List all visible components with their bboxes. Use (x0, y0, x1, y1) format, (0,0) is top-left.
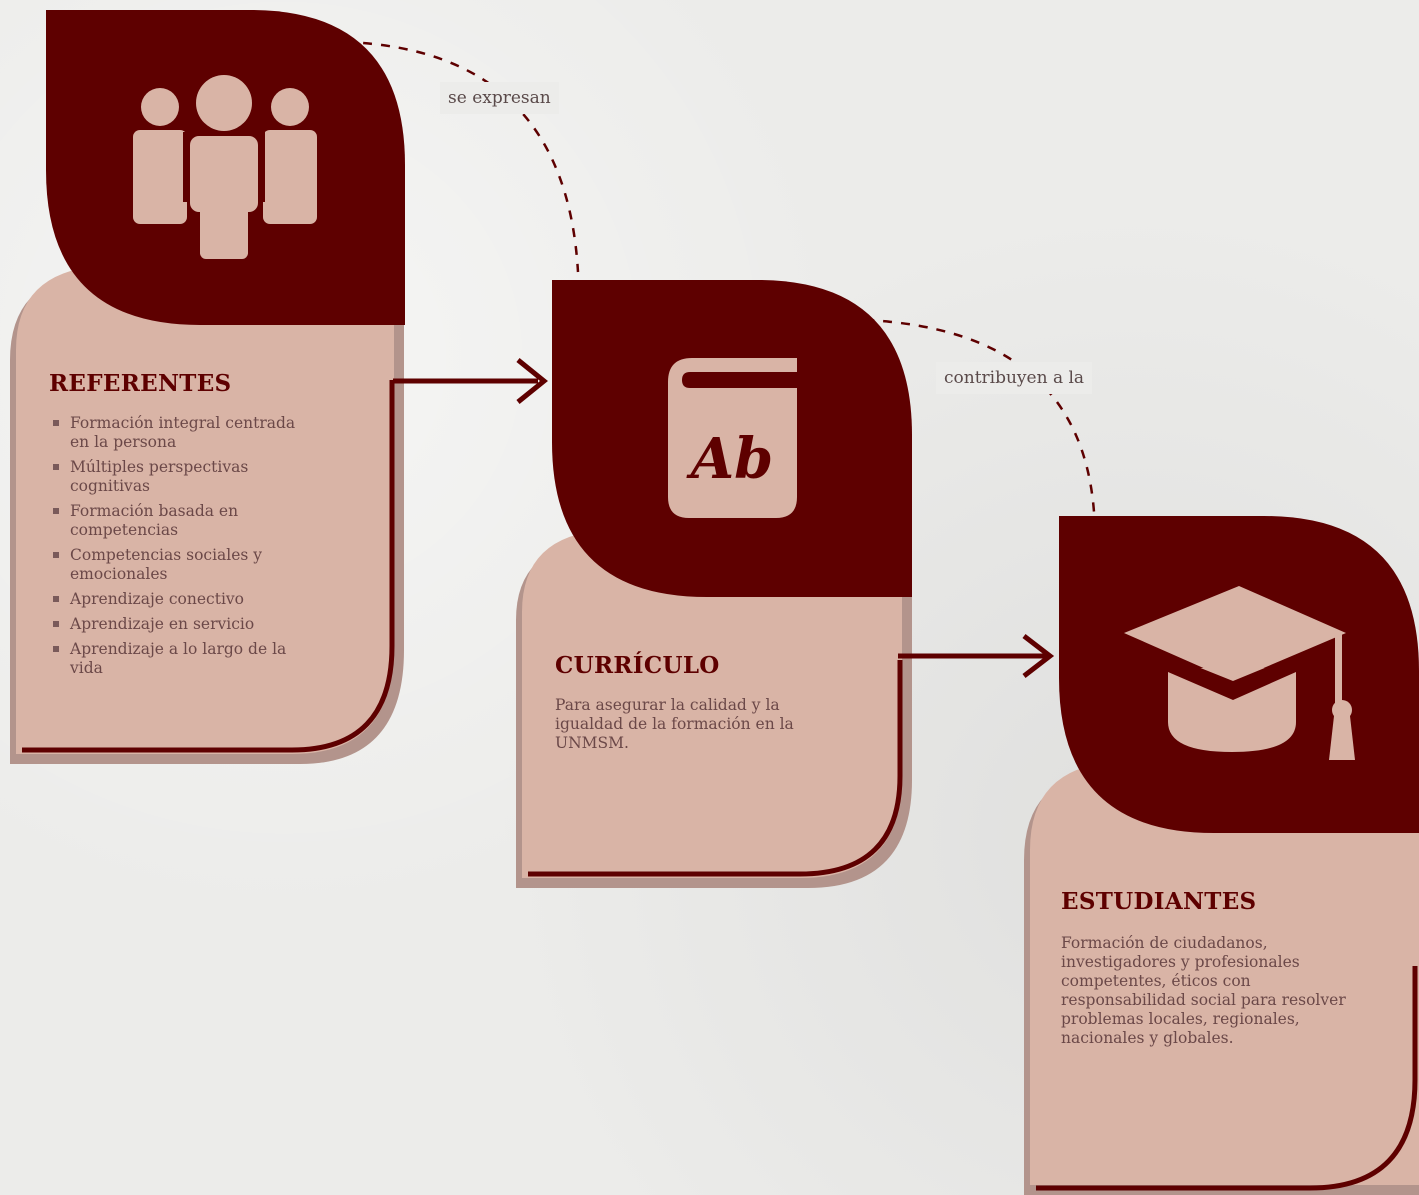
estudiantes-title: ESTUDIANTES (1061, 888, 1257, 915)
book-icon-text: Ab (686, 426, 774, 492)
curriculo-card-border (528, 660, 903, 877)
referentes-card-border (22, 380, 395, 753)
referentes-title: REFERENTES (49, 370, 232, 397)
estudiantes-card-body (1030, 762, 1419, 1185)
list-item: Formación basada en competencias (50, 502, 312, 540)
graduation-cap-icon (1124, 586, 1355, 760)
connector-label-contribuyen: contribuyen a la (936, 362, 1093, 394)
connector-label-se-expresan: se expresan (440, 82, 559, 114)
curriculo-card-body (522, 530, 902, 878)
estudiantes-description: Formación de ciudadanos, investigadores … (1061, 934, 1346, 1047)
referentes-card-body (16, 266, 394, 754)
list-item: Aprendizaje conectivo (50, 590, 312, 609)
card-referentes (10, 10, 405, 764)
card-curriculo: Ab (516, 280, 912, 888)
list-item: Competencias sociales y emocionales (50, 546, 312, 584)
curriculo-title: CURRÍCULO (555, 652, 720, 679)
people-group-icon (133, 75, 317, 259)
book-icon: Ab (668, 358, 797, 518)
list-item: Formación integral centrada en la person… (50, 414, 312, 452)
card-estudiantes (1024, 516, 1419, 1195)
list-item: Aprendizaje a lo largo de la vida (50, 640, 312, 678)
connector-arrow-2 (898, 634, 1055, 678)
list-item: Aprendizaje en servicio (50, 615, 312, 634)
connector-arrow-1 (393, 358, 548, 404)
referentes-list: Formación integral centrada en la person… (50, 414, 312, 684)
estudiantes-card-border (1036, 966, 1418, 1191)
curriculo-description: Para asegurar la calidad y la igualdad d… (555, 696, 794, 752)
list-item: Múltiples perspectivas cognitivas (50, 458, 312, 496)
